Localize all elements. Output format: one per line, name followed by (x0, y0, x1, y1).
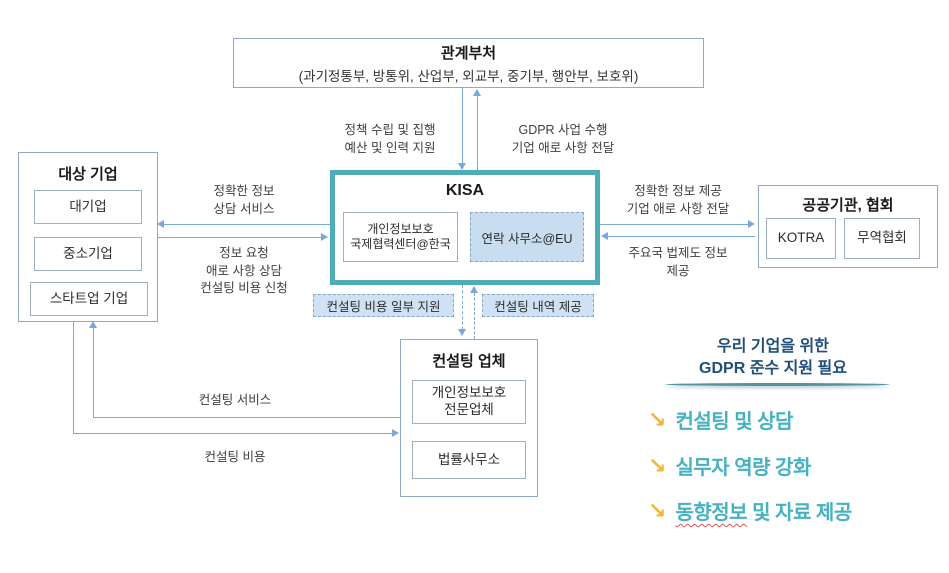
connector-legal-info-line (604, 236, 755, 237)
label-line: 제공 (666, 263, 690, 278)
label-line: 컨설팅 비용 신청 (200, 281, 288, 295)
label-line: 정보 요청 (219, 246, 269, 260)
arrow-right-icon (321, 233, 328, 241)
down-right-arrow-icon: ↘ (648, 497, 667, 523)
arrow-down-icon (458, 163, 466, 170)
target-item-label: 중소기업 (63, 245, 113, 261)
arrow-right-icon (392, 429, 399, 437)
kisa-title: KISA (445, 182, 485, 199)
label-line: 컨설팅 비용 (204, 450, 266, 464)
target-item-label: 대기업 (69, 198, 107, 214)
bullet-text-wavy: 동향정보 (675, 502, 748, 524)
ministries-title: 관계부처 (440, 44, 497, 62)
arrow-up-icon (470, 286, 478, 293)
arrow-left-icon (601, 232, 608, 240)
consulting-box: 컨설팅 업체 개인정보보호 전문업체 법률사무소 (400, 339, 538, 497)
down-right-arrow-icon: ↘ (648, 452, 667, 478)
kisa-eu-office-label: 연락 사무소@EU (481, 231, 573, 246)
kisa-box: KISA 개인정보보호 국제협력센터@한국 연락 사무소@EU (330, 170, 600, 285)
label-accurate-info-service: 정확한 정보 상담 서비스 (188, 183, 300, 218)
label-info-request: 정보 요청 애로 사항 상담 컨설팅 비용 신청 (178, 245, 310, 298)
law-office-label: 법률사무소 (437, 451, 501, 467)
kisa-intl-center-line2: 국제협력센터@한국 (350, 237, 451, 251)
label-policy-support: 정책 수립 및 집행 예산 및 인력 지원 (322, 122, 458, 157)
badge-cost-support: 컨설팅 비용 일부 지원 (313, 294, 454, 317)
consulting-firm-box: 개인정보보호 전문업체 (412, 380, 526, 424)
label-policy-line1: 정책 수립 및 집행 (344, 123, 436, 137)
ministries-box: 관계부처 (과기정통부, 방통위, 산업부, 외교부, 중기부, 행안부, 보호… (233, 38, 704, 88)
arrow-up-icon (89, 321, 97, 328)
target-item-label: 스타트업 기업 (49, 290, 129, 306)
public-org-kotra: KOTRA (766, 218, 836, 259)
arrow-right-icon (748, 220, 755, 228)
summary-underline (665, 383, 890, 386)
connector-info-service-line (160, 224, 330, 225)
connector-policy-line (462, 88, 463, 166)
label-gdpr-line2: 기업 애로 사항 전달 (511, 140, 615, 155)
label-gdpr-execution: GDPR 사업 수행 기업 애로 사항 전달 (492, 122, 634, 157)
connector-consulting-cost-h (73, 433, 393, 434)
label-line: 애로 사항 상담 (206, 263, 282, 278)
bullet-text-rest: 및 자료 제공 (747, 502, 852, 524)
bullet-text: 동향정보 및 자료 제공 (675, 496, 852, 525)
target-item-sme: 중소기업 (34, 237, 142, 271)
connector-consulting-cost-v (73, 322, 74, 433)
label-policy-line2: 예산 및 인력 지원 (344, 140, 436, 155)
label-accurate-info-provide: 정확한 정보 제공 기업 애로 사항 전달 (608, 183, 748, 218)
ministries-members: (과기정통부, 방통위, 산업부, 외교부, 중기부, 행안부, 보호위) (298, 68, 639, 84)
bullet-text: 실무자 역량 강화 (675, 457, 811, 479)
target-companies-title: 대상 기업 (58, 166, 118, 183)
kisa-eu-office-box: 연락 사무소@EU (470, 212, 584, 262)
consulting-firm-line1: 개인정보보호 (431, 385, 507, 401)
connector-info-provide-line (600, 224, 750, 225)
connector-consulting-service-v (93, 327, 94, 418)
public-orgs-title: 공공기관, 협회 (802, 197, 894, 214)
target-item-large-company: 대기업 (34, 190, 142, 224)
target-item-startup: 스타트업 기업 (30, 282, 148, 316)
label-line: 컨설팅 서비스 (198, 393, 272, 407)
label-line: 정확한 정보 제공 (634, 184, 722, 198)
label-consulting-service: 컨설팅 서비스 (180, 392, 290, 410)
badge-label: 컨설팅 비용 일부 지원 (326, 300, 441, 314)
public-orgs-box: 공공기관, 협회 KOTRA 무역협회 (758, 185, 938, 268)
label-gdpr-line1: GDPR 사업 수행 (518, 123, 608, 137)
bullet-consulting: ↘ 컨설팅 및 상담 (648, 405, 793, 434)
arrow-up-icon (473, 89, 481, 96)
bullet-trend-info: ↘ 동향정보 및 자료 제공 (648, 496, 852, 525)
label-legal-info: 주요국 법제도 정보 제공 (608, 245, 748, 280)
connector-report-dashed (474, 293, 475, 339)
label-line: 상담 서비스 (213, 201, 275, 216)
target-companies-box: 대상 기업 대기업 중소기업 스타트업 기업 (18, 152, 158, 322)
summary-heading-line1: 우리 기업을 위한 (717, 338, 829, 355)
arrow-down-icon (458, 329, 466, 336)
consulting-firm-line2: 전문업체 (444, 402, 494, 417)
label-consulting-cost: 컨설팅 비용 (180, 449, 290, 467)
public-org-label: 무역협회 (857, 230, 907, 246)
connector-consulting-service-h (93, 417, 400, 418)
law-office-box: 법률사무소 (412, 441, 526, 479)
label-line: 주요국 법제도 정보 (628, 246, 728, 260)
summary-heading-line2: GDPR 준수 지원 필요 (699, 359, 847, 377)
kisa-intl-center-box: 개인정보보호 국제협력센터@한국 (343, 212, 458, 262)
arrow-left-icon (157, 220, 164, 228)
label-line: 정확한 정보 (213, 184, 275, 198)
kisa-intl-center-line1: 개인정보보호 (367, 222, 434, 236)
down-right-arrow-icon: ↘ (648, 406, 667, 432)
bullet-text: 컨설팅 및 상담 (675, 411, 793, 433)
badge-consulting-report: 컨설팅 내역 제공 (482, 294, 594, 317)
label-line: 기업 애로 사항 전달 (626, 201, 730, 216)
summary-heading: 우리 기업을 위한 GDPR 준수 지원 필요 (648, 336, 898, 379)
public-org-label: KOTRA (777, 230, 825, 246)
bullet-capacity: ↘ 실무자 역량 강화 (648, 451, 811, 480)
badge-label: 컨설팅 내역 제공 (494, 300, 582, 314)
connector-cost-support-dashed (462, 285, 463, 330)
consulting-title: 컨설팅 업체 (432, 353, 506, 370)
connector-gdpr-line (477, 96, 478, 170)
connector-info-request-line (158, 237, 323, 238)
public-org-trade-assoc: 무역협회 (844, 218, 920, 259)
